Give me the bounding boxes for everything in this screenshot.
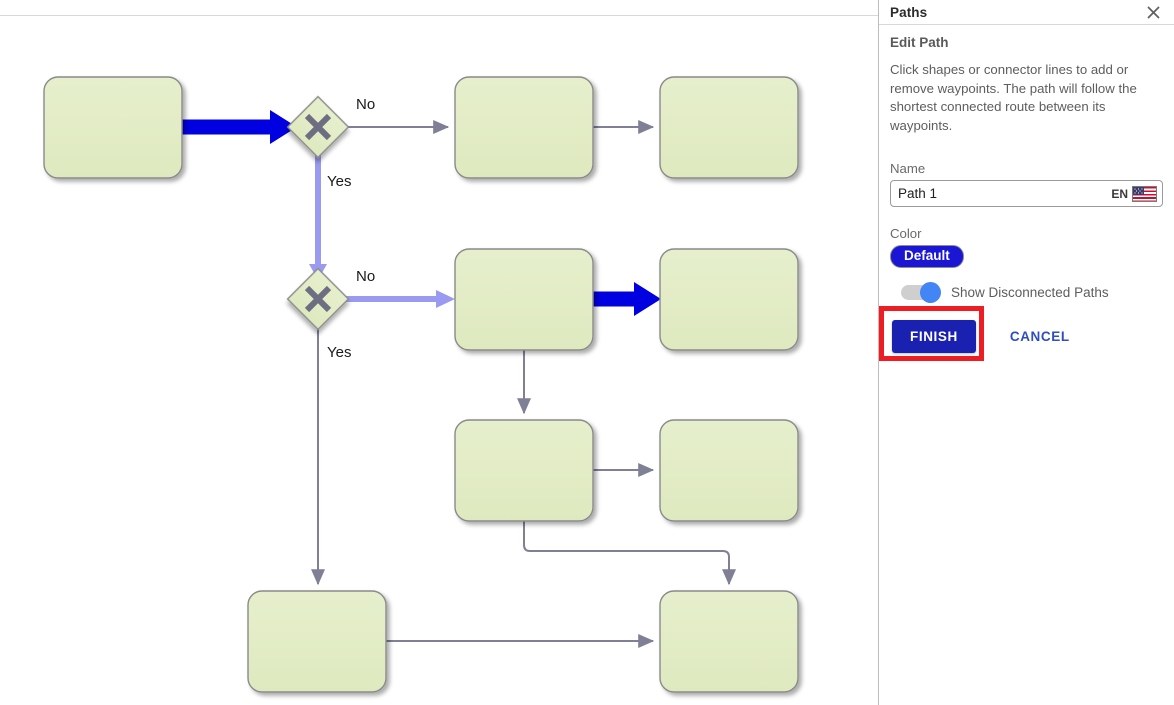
toggle-knob [920,282,941,304]
panel-header: Paths [879,0,1174,25]
cancel-button[interactable]: CANCEL [1004,320,1076,353]
panel-body: Edit Path Click shapes or connector line… [879,25,1174,362]
connector-g2-no-n4[interactable] [340,290,455,308]
edge-label: No [356,96,375,113]
paths-panel: Paths Edit Path Click shapes or connecto… [878,0,1174,705]
shape-node[interactable] [659,419,799,522]
toolbar-divider [0,15,878,16]
close-icon[interactable] [1144,3,1162,21]
close-icon-glyph [1147,6,1159,18]
shape-node[interactable] [454,248,594,351]
shape-node[interactable] [247,590,387,693]
section-title: Edit Path [890,35,949,50]
exclusive-gateway-icon[interactable] [286,95,350,159]
language-code-label: EN [1111,186,1128,201]
color-section: Color Default [890,226,1163,269]
name-input[interactable] [898,186,1112,202]
canvas-scrollbar[interactable] [864,0,876,705]
edge-label: No [356,268,375,285]
connector-g1-yes-g2[interactable] [309,149,327,280]
shape-node[interactable] [43,76,183,179]
us-flag-icon [1132,185,1157,202]
finish-button[interactable]: FINISH [892,320,976,354]
name-field[interactable]: EN [890,180,1163,208]
connector-n6-n9[interactable] [523,521,736,586]
panel-actions: FINISH CANCEL [879,306,1163,362]
name-field-label: Name [890,161,926,177]
shape-node[interactable] [454,76,594,179]
shape-node[interactable] [659,590,799,693]
show-disconnected-paths-row[interactable]: Show Disconnected Paths [890,282,1163,304]
diagram-canvas[interactable]: No Yes No Yes [0,0,878,705]
edge-label: Yes [327,344,351,361]
panel-title: Paths [890,4,928,20]
selected-path-n4-n5[interactable] [593,282,661,316]
show-disconnected-paths-label: Show Disconnected Paths [951,285,1109,301]
selected-path-n1-g1[interactable] [182,110,297,144]
color-chip[interactable]: Default [890,245,964,269]
show-disconnected-paths-toggle[interactable] [901,282,941,304]
panel-description: Click shapes or connector lines to add o… [890,62,1137,133]
flowchart-diagram[interactable]: No Yes No Yes [0,0,878,705]
shape-node[interactable] [659,248,799,351]
exclusive-gateway-icon[interactable] [286,267,350,331]
shape-node[interactable] [454,419,594,522]
edge-label: Yes [327,173,351,190]
color-field-label: Color [890,226,922,242]
shape-node[interactable] [659,76,799,179]
